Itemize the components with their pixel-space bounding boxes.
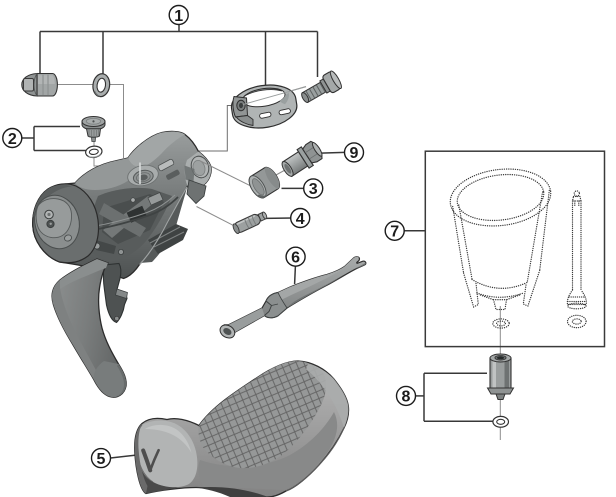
svg-text:1: 1 (174, 8, 183, 25)
svg-text:5: 5 (97, 451, 106, 468)
svg-text:8: 8 (402, 389, 411, 406)
svg-text:4: 4 (296, 211, 305, 228)
svg-text:9: 9 (350, 145, 359, 162)
svg-text:3: 3 (309, 181, 318, 198)
svg-text:6: 6 (291, 250, 300, 267)
svg-text:2: 2 (8, 131, 17, 148)
svg-text:7: 7 (390, 224, 399, 241)
